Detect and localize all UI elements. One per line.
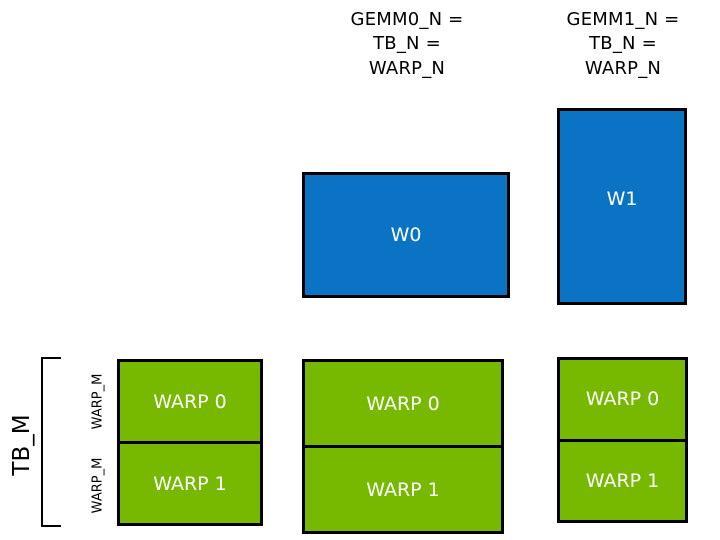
green-column-1: WARP 0 WARP 1 — [302, 359, 504, 534]
blue-tile-w1-label: W1 — [606, 187, 638, 210]
green-box-col2-warp0: WARP 0 — [557, 357, 688, 442]
green-box-col1-warp1: WARP 1 — [302, 445, 504, 534]
blue-tile-w1: W1 — [557, 108, 687, 305]
column-header-gemm0: GEMM0_N = TB_N = WARP_N — [350, 9, 464, 79]
green-box-col0-warp1-label: WARP 1 — [153, 472, 227, 495]
green-column-0: WARP 0 WARP 1 — [117, 359, 263, 526]
green-box-col1-warp0-label: WARP 0 — [366, 392, 440, 415]
axis-label-warp-m-bottom: WARP_M — [58, 458, 138, 514]
axis-label-tb-m: TB_M — [0, 414, 62, 475]
green-box-col0-warp1: WARP 1 — [117, 441, 263, 526]
blue-tile-w0: W0 — [302, 172, 510, 298]
green-box-col2-warp0-label: WARP 0 — [585, 388, 660, 411]
axis-label-warp-m-top-text: WARP_M — [90, 373, 106, 430]
green-box-col0-warp0-label: WARP 0 — [153, 390, 227, 413]
green-box-col1-warp1-label: WARP 1 — [366, 478, 440, 501]
axis-label-warp-m-top: WARP_M — [58, 374, 138, 430]
green-box-col1-warp0: WARP 0 — [302, 359, 504, 448]
green-box-col0-warp0: WARP 0 — [117, 359, 263, 444]
green-box-col2-warp1-label: WARP 1 — [585, 469, 660, 492]
blue-tile-w0-label: W0 — [390, 224, 422, 246]
axis-label-warp-m-bottom-text: WARP_M — [90, 457, 106, 514]
green-column-2: WARP 0 WARP 1 — [557, 357, 688, 523]
green-box-col2-warp1: WARP 1 — [557, 438, 688, 523]
tb-m-bracket — [41, 357, 61, 527]
column-header-gemm1: GEMM1_N = TB_N = WARP_N — [566, 9, 680, 79]
axis-label-tb-m-text: TB_M — [9, 414, 35, 476]
